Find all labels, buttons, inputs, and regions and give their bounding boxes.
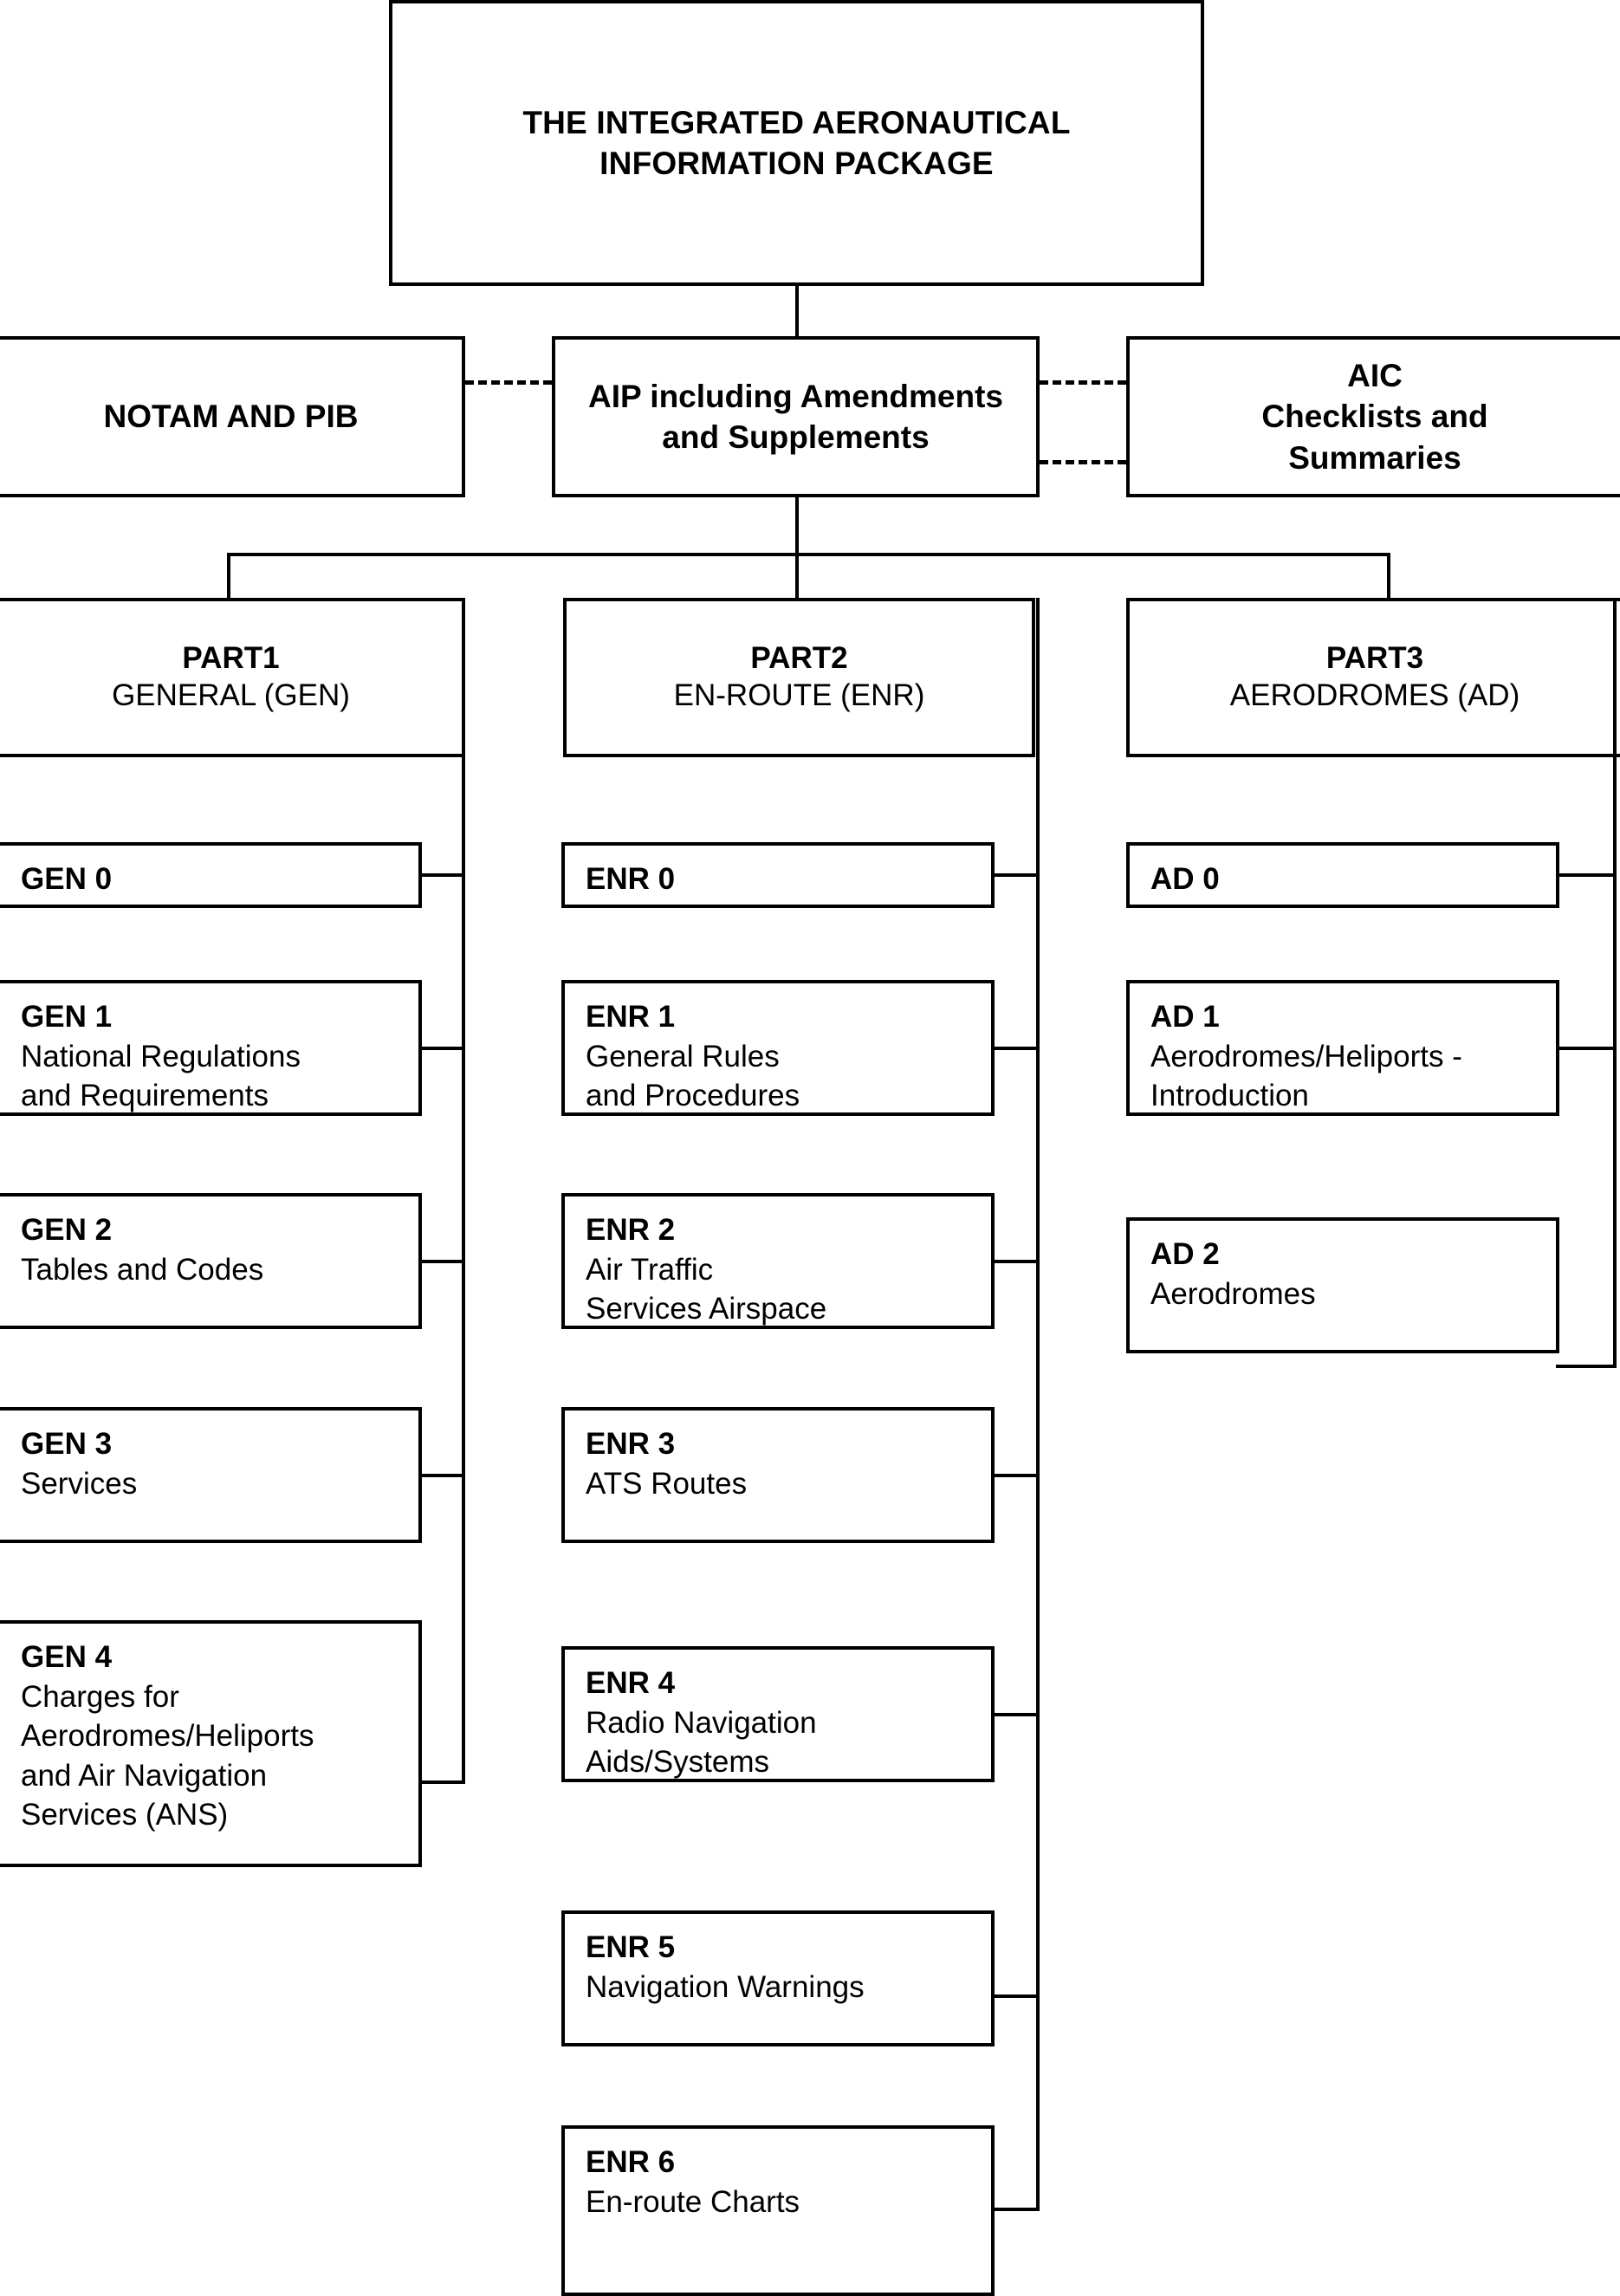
connector-gen-0 bbox=[422, 873, 465, 877]
connector-aip-down bbox=[795, 497, 799, 556]
section-name: ATS Routes bbox=[586, 1466, 748, 1501]
connector-enr-5 bbox=[995, 1994, 1040, 1998]
section-code: ENR 2 bbox=[586, 1213, 676, 1247]
section-code: ENR 6 bbox=[586, 2145, 676, 2179]
spine-enr bbox=[1036, 598, 1040, 2209]
part-name: GENERAL (GEN) bbox=[112, 678, 350, 712]
node-label: AIP including Amendments and Supplements bbox=[588, 378, 1003, 455]
node-notam-and-pib[interactable]: NOTAM AND PIB bbox=[0, 336, 465, 497]
connector-ad-1 bbox=[1556, 1047, 1617, 1050]
node-integrated-aeronautical-information-package[interactable]: THE INTEGRATED AERONAUTICAL INFORMATION … bbox=[389, 0, 1204, 286]
section-code: AD 0 bbox=[1150, 862, 1220, 896]
connector-ad-0 bbox=[1556, 873, 1617, 877]
node-label: NOTAM AND PIB bbox=[103, 399, 359, 435]
node-ad-1[interactable]: AD 1 Aerodromes/Heliports - Introduction bbox=[1126, 980, 1559, 1116]
node-enr-1[interactable]: ENR 1 General Rules and Procedures bbox=[561, 980, 995, 1116]
connector-gen-1 bbox=[422, 1047, 465, 1050]
part-code: PART2 bbox=[750, 641, 848, 676]
connector-enr-6 bbox=[995, 2208, 1040, 2211]
section-name: Air Traffic Services Airspace bbox=[586, 1252, 827, 1326]
node-enr-4[interactable]: ENR 4 Radio Navigation Aids/Systems bbox=[561, 1646, 995, 1782]
connector-gen-2 bbox=[422, 1260, 465, 1263]
connector-parts-bus bbox=[227, 553, 1390, 556]
node-enr-2[interactable]: ENR 2 Air Traffic Services Airspace bbox=[561, 1193, 995, 1329]
connector-notam-to-aip-dashed bbox=[465, 380, 552, 385]
section-code: ENR 5 bbox=[586, 1930, 676, 1964]
connector-enr-1 bbox=[995, 1047, 1040, 1050]
section-name: Tables and Codes bbox=[21, 1252, 264, 1287]
node-gen-1[interactable]: GEN 1 National Regulations and Requireme… bbox=[0, 980, 422, 1116]
section-name: Aerodromes bbox=[1150, 1276, 1316, 1311]
node-enr-0[interactable]: ENR 0 bbox=[561, 842, 995, 908]
section-name: General Rules and Procedures bbox=[586, 1039, 800, 1113]
connector-enr-0 bbox=[995, 873, 1040, 877]
connector-enr-3 bbox=[995, 1474, 1040, 1477]
section-name: Charges for Aerodromes/Heliports and Air… bbox=[21, 1679, 314, 1832]
node-enr-5[interactable]: ENR 5 Navigation Warnings bbox=[561, 1910, 995, 2046]
section-code: ENR 0 bbox=[586, 862, 676, 896]
part-code: PART3 bbox=[1325, 641, 1424, 676]
connector-title-to-aip bbox=[795, 286, 799, 336]
node-ad-0[interactable]: AD 0 bbox=[1126, 842, 1559, 908]
connector-enr-2 bbox=[995, 1260, 1040, 1263]
node-aic-checklists-and-summaries[interactable]: AIC Checklists and Summaries bbox=[1126, 336, 1620, 497]
spine-gen bbox=[462, 598, 465, 1784]
section-name: En-route Charts bbox=[586, 2184, 800, 2219]
section-code: GEN 2 bbox=[21, 1213, 113, 1247]
part-code: PART1 bbox=[182, 641, 280, 676]
node-label: THE INTEGRATED AERONAUTICAL INFORMATION … bbox=[522, 104, 1071, 181]
section-code: GEN 4 bbox=[21, 1640, 113, 1674]
connector-bus-to-part2 bbox=[795, 553, 799, 600]
section-code: GEN 1 bbox=[21, 1000, 113, 1034]
node-gen-2[interactable]: GEN 2 Tables and Codes bbox=[0, 1193, 422, 1329]
node-label: AIC Checklists and Summaries bbox=[1261, 357, 1488, 476]
node-part2-en-route[interactable]: PART2 EN-ROUTE (ENR) bbox=[563, 598, 1035, 757]
section-name: Services bbox=[21, 1466, 138, 1501]
section-name: National Regulations and Requirements bbox=[21, 1039, 301, 1113]
spine-ad bbox=[1613, 598, 1617, 1368]
section-name: Aerodromes/Heliports - Introduction bbox=[1150, 1039, 1462, 1113]
node-part3-aerodromes[interactable]: PART3 AERODROMES (AD) bbox=[1126, 598, 1620, 757]
section-code: GEN 3 bbox=[21, 1427, 113, 1461]
part-name: AERODROMES (AD) bbox=[1229, 678, 1520, 712]
section-name: Radio Navigation Aids/Systems bbox=[586, 1705, 817, 1780]
section-code: ENR 1 bbox=[586, 1000, 676, 1034]
section-code: GEN 0 bbox=[21, 862, 113, 896]
part-name: EN-ROUTE (ENR) bbox=[673, 678, 925, 712]
node-ad-2[interactable]: AD 2 Aerodromes bbox=[1126, 1217, 1559, 1353]
connector-gen-4 bbox=[422, 1780, 465, 1784]
node-gen-4[interactable]: GEN 4 Charges for Aerodromes/Heliports a… bbox=[0, 1620, 422, 1867]
section-code: ENR 4 bbox=[586, 1666, 676, 1700]
node-gen-3[interactable]: GEN 3 Services bbox=[0, 1407, 422, 1543]
connector-enr-4 bbox=[995, 1713, 1040, 1716]
connector-aip-to-aic-dashed-upper bbox=[1040, 380, 1126, 385]
section-code: AD 1 bbox=[1150, 1000, 1220, 1034]
section-code: AD 2 bbox=[1150, 1237, 1220, 1271]
connector-gen-3 bbox=[422, 1474, 465, 1477]
node-enr-3[interactable]: ENR 3 ATS Routes bbox=[561, 1407, 995, 1543]
connector-aip-to-aic-dashed-lower bbox=[1040, 460, 1126, 464]
node-gen-0[interactable]: GEN 0 bbox=[0, 842, 422, 908]
section-name: Navigation Warnings bbox=[586, 1969, 865, 2004]
connector-bus-to-part3 bbox=[1387, 553, 1390, 600]
node-part1-general[interactable]: PART1 GENERAL (GEN) bbox=[0, 598, 465, 757]
connector-bus-to-part1 bbox=[227, 553, 230, 600]
node-enr-6[interactable]: ENR 6 En-route Charts bbox=[561, 2125, 995, 2296]
connector-ad-2 bbox=[1556, 1365, 1617, 1368]
section-code: ENR 3 bbox=[586, 1427, 676, 1461]
node-aip-including-amendments-and-supplements[interactable]: AIP including Amendments and Supplements bbox=[552, 336, 1040, 497]
